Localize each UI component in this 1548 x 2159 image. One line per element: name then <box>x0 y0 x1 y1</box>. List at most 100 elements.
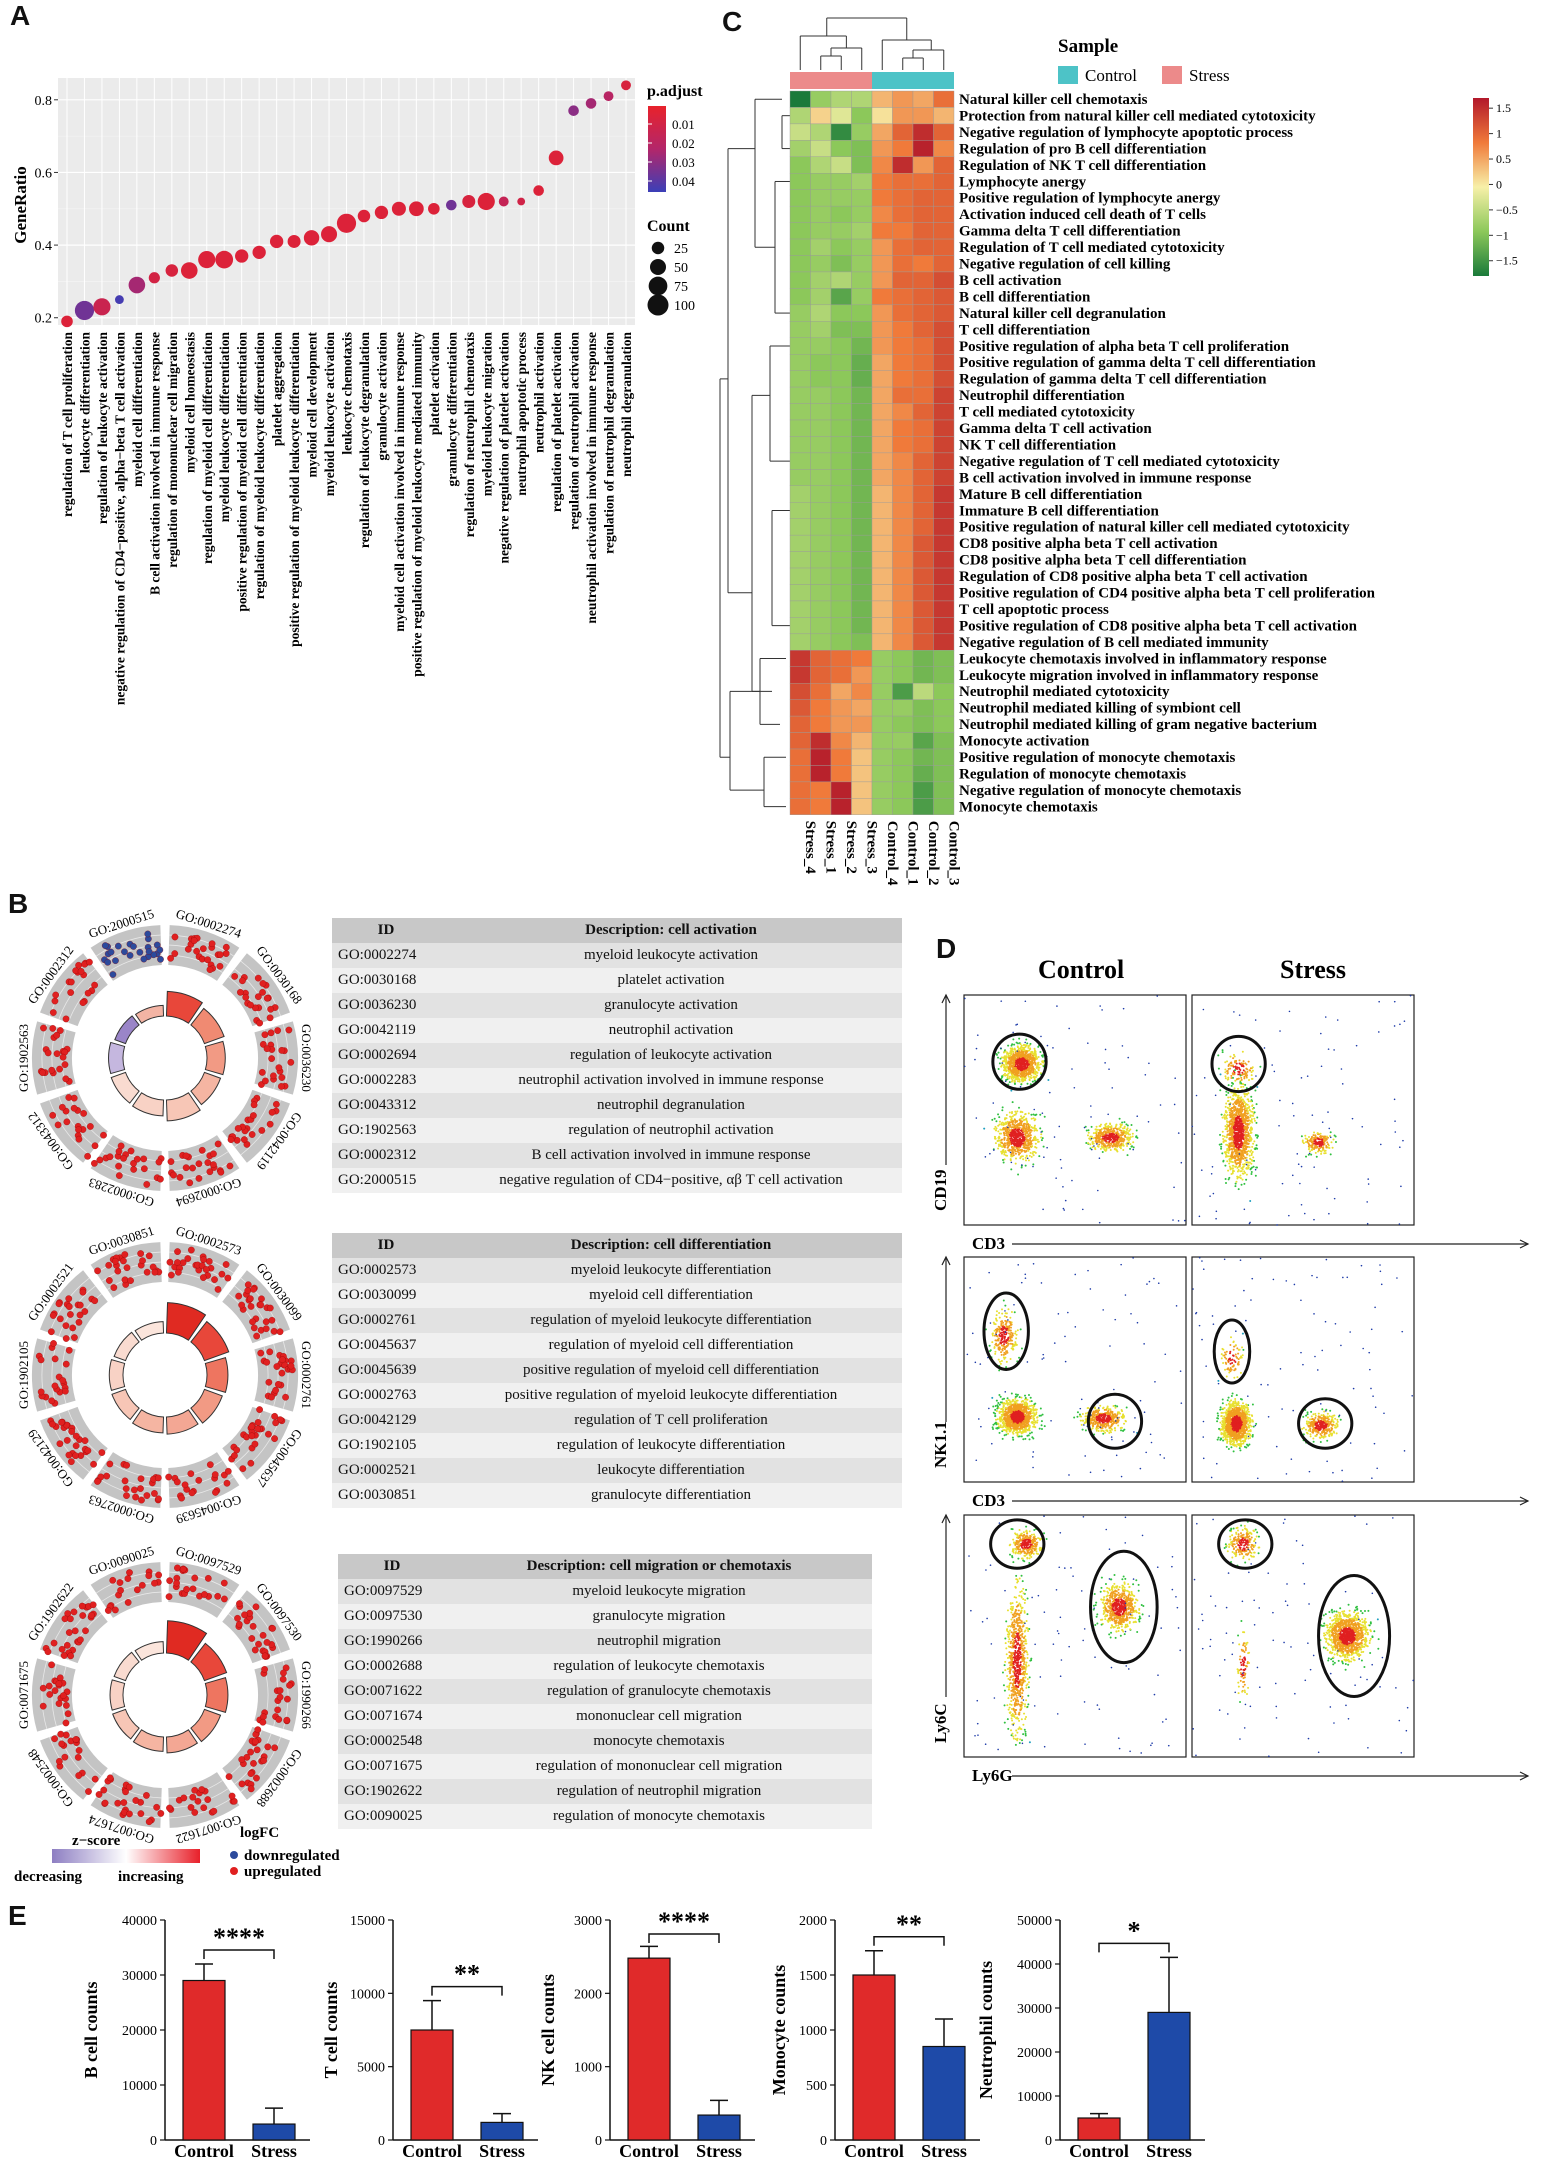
ring-gridline <box>234 968 272 1020</box>
heatmap-cell <box>851 502 873 519</box>
event-dot <box>964 997 966 1000</box>
heatmap-cell <box>810 436 832 454</box>
upregulated-gene-dot <box>124 1575 132 1582</box>
event-dot <box>1246 1153 1249 1156</box>
event-dot <box>1105 1134 1108 1137</box>
event-dot <box>1224 1077 1227 1080</box>
event-dot <box>1118 1140 1121 1143</box>
event-dot <box>1095 1128 1098 1131</box>
upregulated-gene-dot <box>84 1152 91 1160</box>
event-dot <box>1110 1143 1113 1146</box>
upregulated-gene-dot <box>151 1268 159 1276</box>
upregulated-gene-dot <box>260 1757 267 1764</box>
upregulated-gene-dot <box>233 1446 241 1454</box>
event-dot <box>1237 1133 1240 1136</box>
upregulated-gene-dot <box>56 1315 64 1323</box>
row-label: NK T cell differentiation <box>959 437 1117 453</box>
event-dot <box>1236 1078 1239 1081</box>
event-dot <box>1103 1137 1106 1140</box>
upregulated-gene-dot <box>238 1301 245 1309</box>
panel-c-heatmap: Natural killer cell chemotaxisProtection… <box>719 17 1518 886</box>
event-dot <box>1226 1130 1229 1133</box>
event-dot <box>1012 1147 1015 1150</box>
event-dot <box>1003 1065 1006 1068</box>
id-header: ID <box>338 1554 446 1579</box>
event-dot <box>1013 1131 1016 1134</box>
event-dot <box>1021 1155 1024 1158</box>
upregulated-gene-dot <box>74 1754 82 1761</box>
event-dot <box>1008 1075 1011 1078</box>
heatmap-cell <box>810 584 832 602</box>
event-dot <box>1239 1068 1242 1071</box>
heatmap-cell <box>892 469 914 487</box>
event-dot <box>1098 1143 1101 1146</box>
event-dot <box>1237 1073 1240 1076</box>
upregulated-gene-dot <box>222 943 230 951</box>
event-dot <box>1015 1126 1018 1129</box>
event-dot <box>1018 1080 1021 1083</box>
upregulated-gene-dot <box>49 1111 57 1119</box>
event-dot <box>1252 1165 1255 1168</box>
go-term-dot <box>568 105 579 116</box>
go-id-cell: GO:1902105 <box>332 1433 440 1458</box>
event-dot <box>1229 1116 1232 1119</box>
go-term-dot <box>148 272 160 284</box>
event-dot <box>1037 1055 1040 1058</box>
upregulated-gene-dot <box>126 1569 133 1576</box>
event-dot <box>1011 1061 1014 1064</box>
upregulated-gene-dot <box>117 1587 124 1594</box>
heatmap-cell <box>892 304 914 322</box>
event-dot <box>1108 1140 1111 1143</box>
upregulated-gene-dot <box>132 1797 140 1804</box>
heatmap-cell <box>830 370 852 388</box>
event-dot <box>1018 1146 1021 1149</box>
event-dot <box>1235 1114 1238 1117</box>
y-ticks: 0.20.40.60.8 <box>35 94 58 327</box>
event-dot <box>1239 1107 1242 1110</box>
go-description-cell: monocyte chemotaxis <box>446 1729 872 1754</box>
upregulated-gene-dot <box>253 1774 260 1782</box>
row-label: Neutrophil mediated cytotoxicity <box>959 684 1170 700</box>
event-dot <box>1013 1064 1016 1067</box>
event-dot <box>1238 1126 1241 1129</box>
upregulated-gene-dot <box>222 1261 230 1268</box>
heatmap-cell <box>789 765 811 783</box>
event-dot <box>1109 1148 1112 1151</box>
row-label: B cell activation <box>959 273 1062 289</box>
row-label: Negative regulation of T cell mediated c… <box>959 454 1280 470</box>
heatmap-cell <box>933 781 955 799</box>
event-dot <box>1236 1096 1239 1099</box>
event-dot <box>1013 1080 1016 1083</box>
go-term-dot <box>235 249 249 263</box>
event-dot <box>1120 1131 1123 1134</box>
heatmap-cell <box>810 156 832 174</box>
heatmap-cell <box>810 765 832 783</box>
event-dot <box>1020 1140 1023 1143</box>
event-dot <box>1244 1157 1247 1160</box>
event-dot <box>1018 1037 1021 1040</box>
upregulated-gene-dot <box>274 1381 282 1388</box>
upregulated-gene-dot <box>116 1579 124 1586</box>
row-label: Positive regulation of gamma delta T cel… <box>959 355 1316 371</box>
upregulated-gene-dot <box>221 1595 228 1603</box>
event-dot <box>1111 1145 1114 1148</box>
event-dot <box>1136 1136 1139 1139</box>
event-dot <box>1237 1169 1240 1172</box>
event-dot <box>1026 1135 1029 1138</box>
upregulated-gene-dot <box>259 1632 267 1639</box>
heatmap-cell <box>830 288 852 306</box>
upregulated-gene-dot <box>153 1803 160 1811</box>
upregulated-gene-dot <box>143 1792 150 1799</box>
event-dot <box>1244 1144 1247 1147</box>
upregulated-gene-dot <box>204 1575 212 1582</box>
upregulated-gene-dot <box>56 1027 64 1034</box>
event-dot <box>1073 1086 1076 1089</box>
event-dot <box>1222 1138 1225 1141</box>
upregulated-gene-dot <box>40 1024 47 1032</box>
go-id-cell: GO:0030168 <box>332 968 440 993</box>
column-label: Control_4 <box>884 821 900 886</box>
zscore-bar <box>190 1320 230 1362</box>
event-dot <box>1025 1057 1028 1060</box>
zscore-bar <box>165 1620 208 1661</box>
